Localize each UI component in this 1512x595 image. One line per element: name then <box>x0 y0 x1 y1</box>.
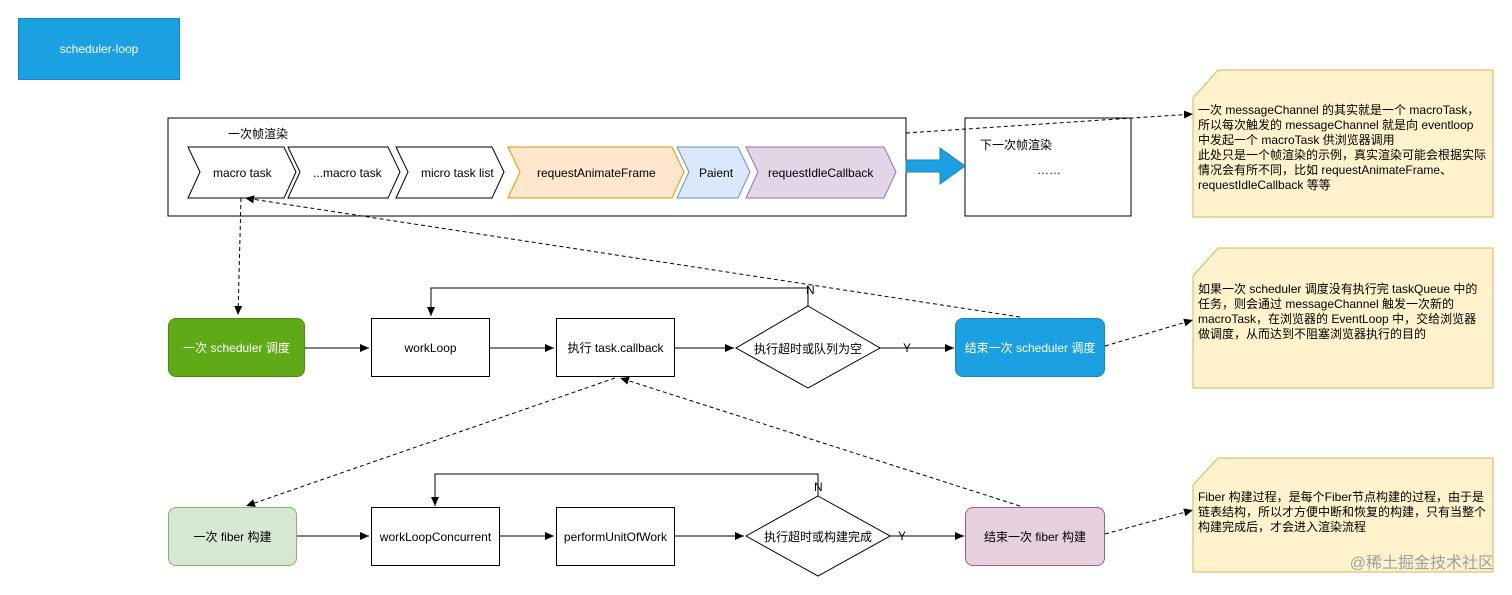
fiber-no-label: N <box>814 480 823 494</box>
chevron-label: requestAnimateFrame <box>537 166 656 180</box>
scheduler-end-to-macro-connector <box>244 195 1021 318</box>
chevron-shape <box>745 146 897 199</box>
scheduler-decision-diamond <box>734 305 882 389</box>
chevron-shape <box>507 146 685 199</box>
fiber-yes-label: Y <box>898 529 907 543</box>
worklooop-node: workLoop <box>371 318 490 377</box>
scheduler-decision-label: 执行超时或队列为空 <box>753 341 862 356</box>
scheduler-end-node: 结束一次 scheduler 调度 <box>955 318 1105 377</box>
workloop-concurrent-node: workLoopConcurrent <box>371 507 500 566</box>
next-frame-ellipsis: …… <box>1037 163 1061 177</box>
scheduler-no-loop <box>427 287 809 316</box>
scheduler-no-label: N <box>806 283 815 297</box>
fiber-decision-label: 执行超时或构建完成 <box>763 529 872 544</box>
chevron-shape <box>395 146 505 199</box>
exec-callback-node: 执行 task.callback <box>556 318 675 377</box>
diagram-title: scheduler-loop <box>18 18 180 80</box>
note2-shape <box>1192 247 1494 389</box>
fiber-end-node: 结束一次 fiber 构建 <box>965 507 1105 566</box>
chevron-shape <box>676 146 751 199</box>
perform-unit-node: performUnitOfWork <box>556 507 675 566</box>
note-messagechannel: 一次 messageChannel 的其实就是一个 macroTask，所以每次… <box>1198 103 1487 192</box>
fiber-start-node: 一次 fiber 构建 <box>168 507 297 566</box>
note-fiber: Fiber 构建过程，是每个Fiber节点构建的过程，由于是链表结构，所以才方便… <box>1198 490 1487 534</box>
next-frame-container <box>964 117 1132 217</box>
chevron-shape <box>187 146 297 199</box>
chevron-label: micro task list <box>421 166 494 180</box>
watermark: @稀土掘金技术社区 <box>1349 555 1494 572</box>
chevron-shape <box>287 146 401 199</box>
next-frame-label: 下一次帧渲染 <box>980 138 1053 152</box>
chevron-label: Paient <box>699 166 734 180</box>
scheduler-start-node: 一次 scheduler 调度 <box>168 318 305 377</box>
fiber-decision-diamond <box>744 495 892 577</box>
chevron-label: macro task <box>213 166 272 180</box>
exec-to-fiber-connector <box>245 377 616 507</box>
frame-label: 一次帧渲染 <box>228 127 289 141</box>
note3-shape <box>1192 457 1494 573</box>
chevron-group <box>187 146 897 199</box>
note-scheduler: 如果一次 scheduler 调度没有执行完 taskQueue 中的任务，则会… <box>1198 282 1478 341</box>
note1-shape <box>1192 69 1494 218</box>
chevron-label: requestIdleCallback <box>768 166 874 180</box>
next-frame-arrow <box>905 147 966 185</box>
scheduler-yes-label: Y <box>903 341 912 355</box>
fiber-no-loop <box>431 473 819 506</box>
macro-to-scheduler-connector <box>234 197 243 316</box>
chevron-label: ...macro task <box>313 166 382 180</box>
frame-to-note1-connector <box>905 110 1194 134</box>
